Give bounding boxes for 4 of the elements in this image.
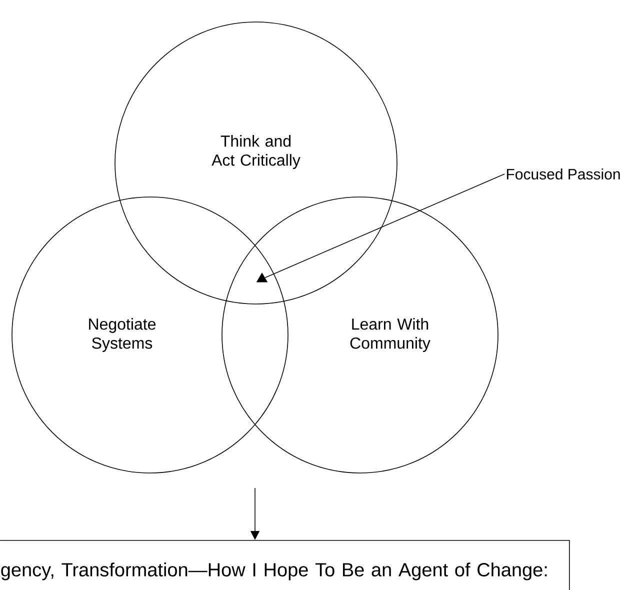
leader-line [264, 174, 505, 278]
triangle-marker [256, 272, 268, 282]
callout-text: Focused Passion [506, 168, 620, 180]
text-box: gency, Transformation—How I Hope To Be an Agent of Change: [0, 540, 570, 590]
